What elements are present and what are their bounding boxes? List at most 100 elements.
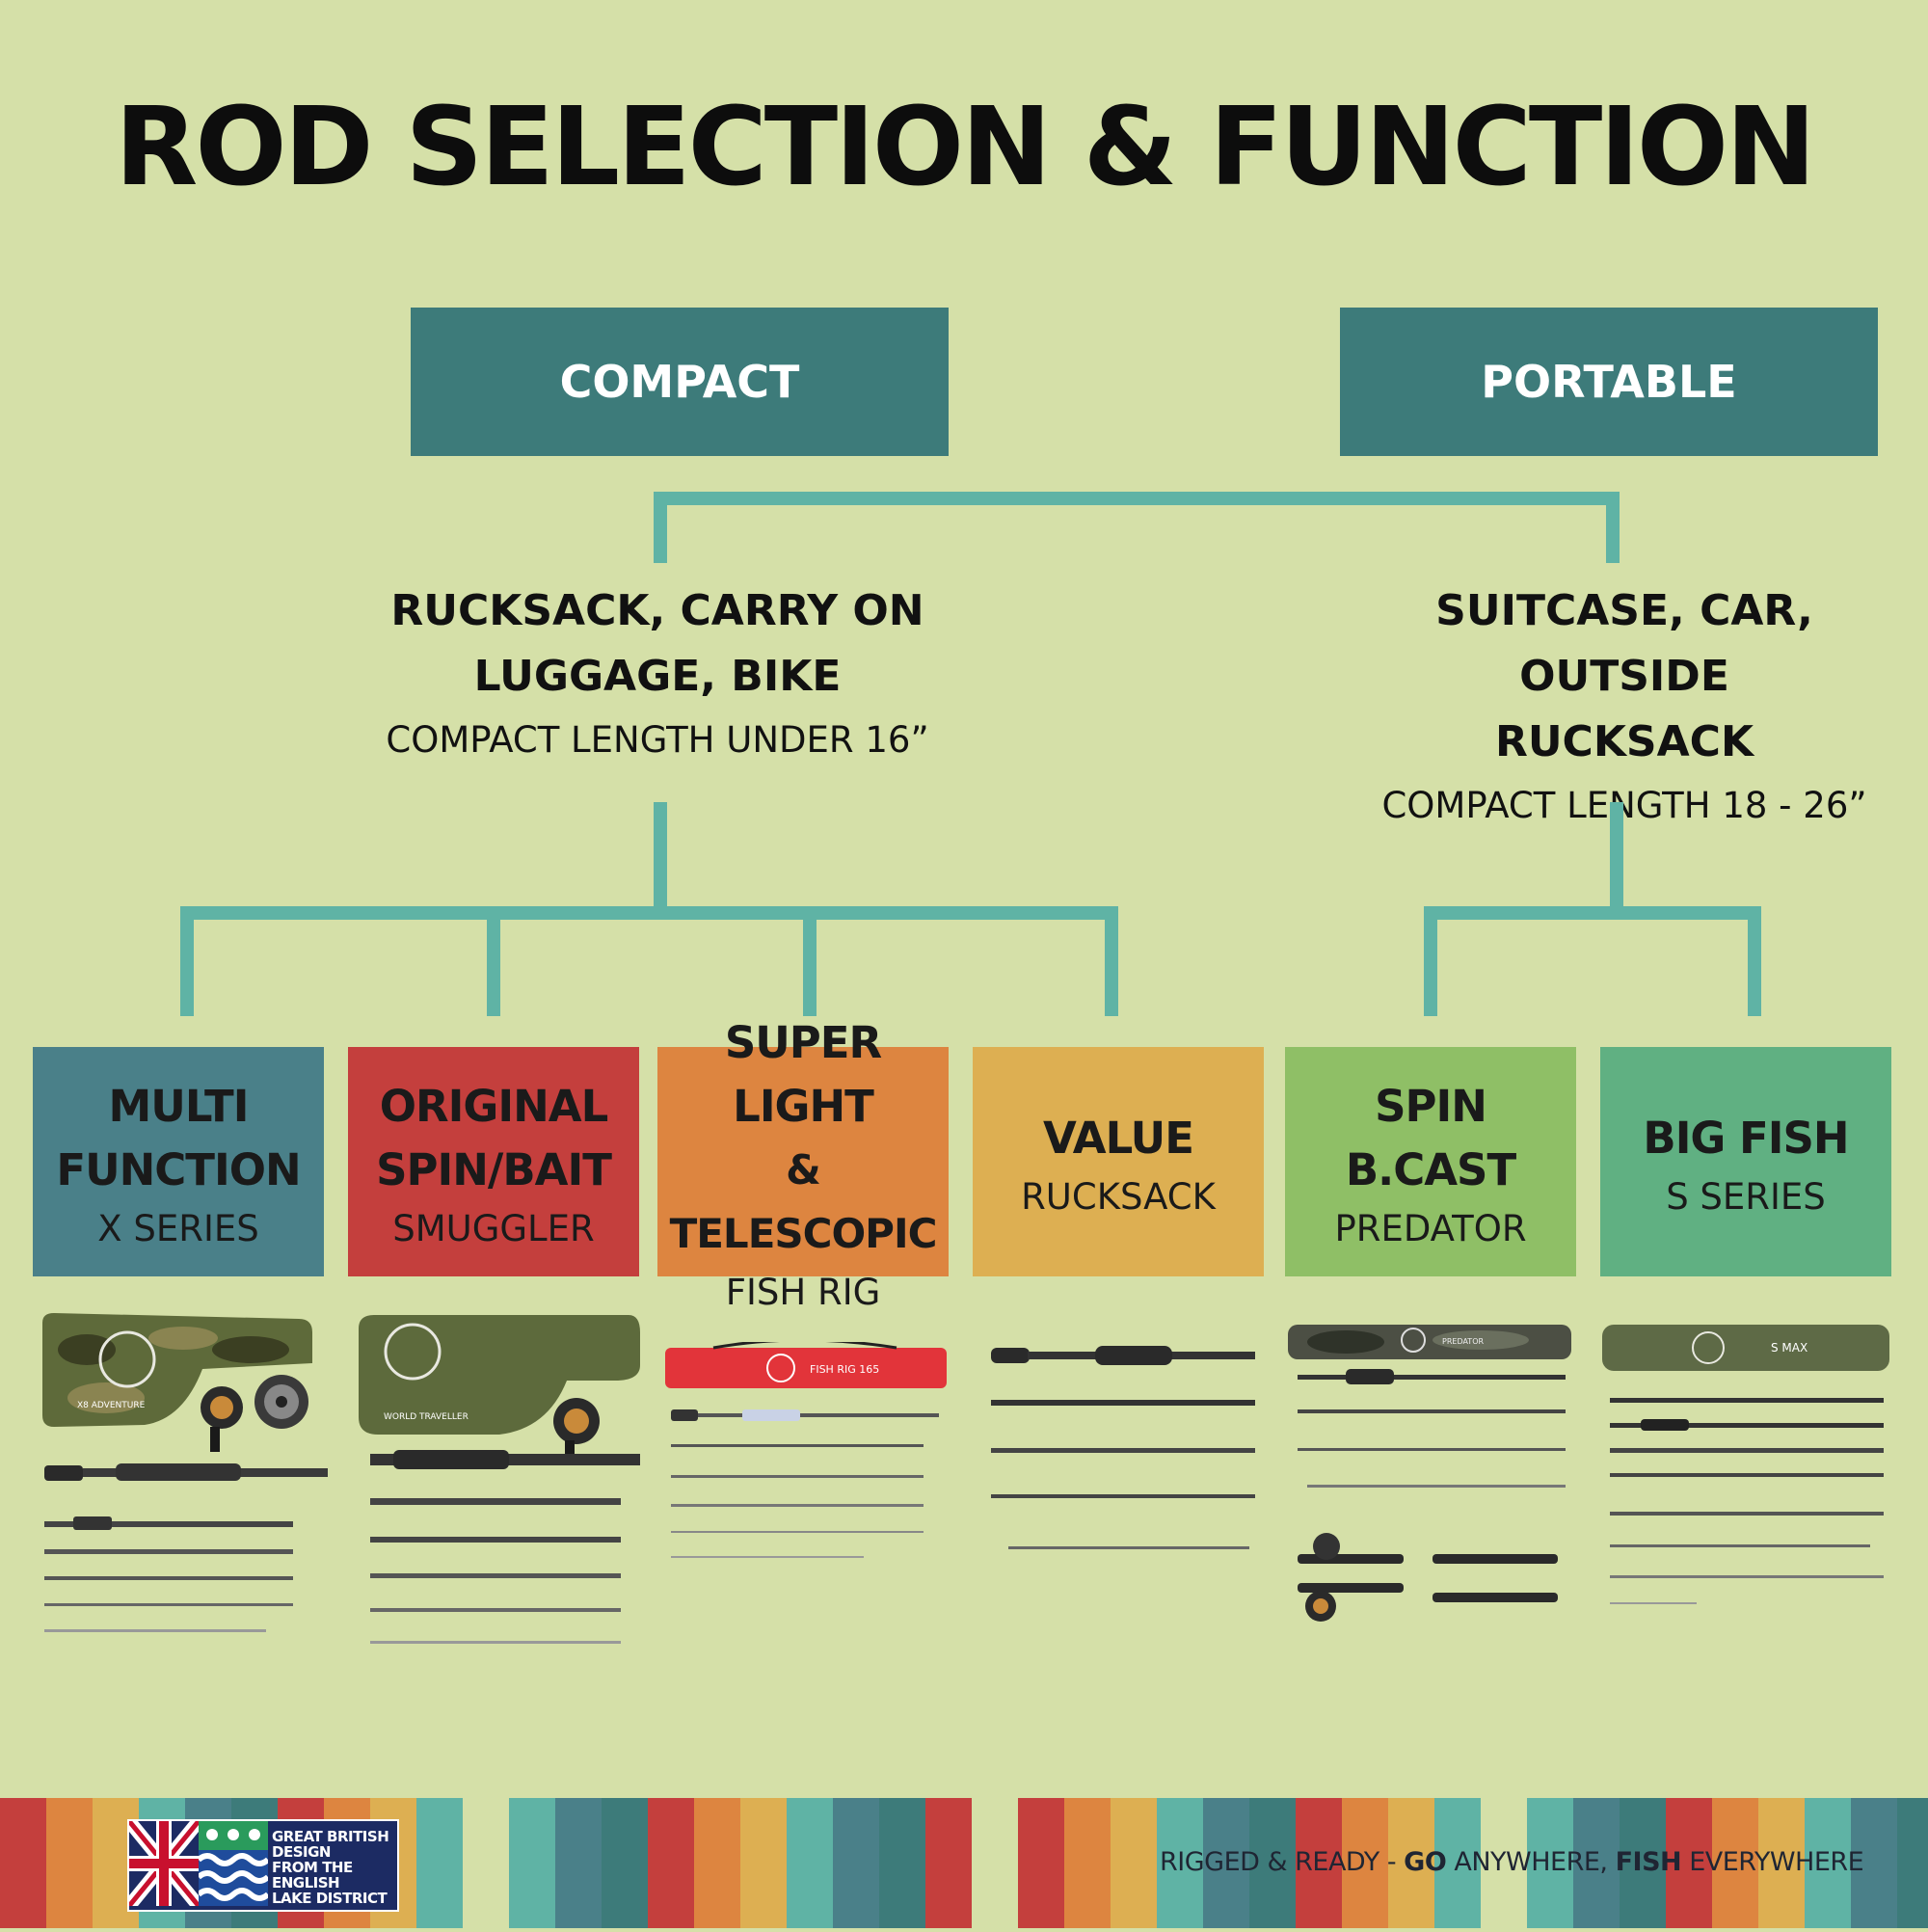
- footer-stripe: [1666, 1798, 1712, 1928]
- tube-label: WORLD TRAVELLER: [384, 1412, 469, 1422]
- badge-line: ENGLISH: [272, 1874, 340, 1892]
- category-portable-box: PORTABLE: [1340, 308, 1878, 456]
- product-super-light-telescopic: SUPER LIGHT & TELESCOPIC FISH RIG: [657, 1017, 949, 1313]
- product-original-spin-bait: ORIGINAL SPIN/BAIT SMUGGLER: [348, 1047, 639, 1276]
- slogan-go: GO: [1404, 1847, 1447, 1877]
- product-series: X SERIES: [97, 1207, 259, 1249]
- product-name-line1: BIG FISH: [1643, 1112, 1849, 1164]
- gear-image-spin-bcast: PREDATOR: [1288, 1325, 1571, 1622]
- footer-stripe: [1157, 1798, 1203, 1928]
- footer-stripe: [1620, 1798, 1666, 1928]
- gear-image-original-spin-bait: WORLD TRAVELLER: [359, 1315, 640, 1644]
- product-name-line1: ORIGINAL: [379, 1080, 608, 1132]
- portable-length: COMPACT LENGTH 18 - 26”: [1381, 785, 1867, 826]
- product-name-line2: SPIN/BAIT: [376, 1143, 612, 1195]
- product-series: SMUGGLER: [392, 1207, 595, 1249]
- footer-stripe: [1434, 1798, 1481, 1928]
- footer-stripe: [1527, 1798, 1573, 1928]
- footer-stripe: [509, 1798, 555, 1928]
- compact-length: COMPACT LENGTH UNDER 16”: [386, 719, 929, 761]
- compact-use-line2: LUGGAGE, BIKE: [473, 652, 842, 701]
- badge-line: FROM THE: [272, 1859, 353, 1876]
- footer-stripe: [0, 1798, 46, 1928]
- product-name-line2: & TELESCOPIC: [669, 1145, 938, 1257]
- footer-stripe: [787, 1798, 833, 1928]
- product-series: PREDATOR: [1334, 1207, 1527, 1249]
- slogan-everywhere: EVERYWHERE: [1681, 1847, 1864, 1877]
- product-name-line1: VALUE: [1043, 1112, 1194, 1164]
- portable-description: SUITCASE, CAR, OUTSIDE RUCKSACK COMPACT …: [1335, 578, 1914, 826]
- footer-stripe: [1203, 1798, 1249, 1928]
- badge-line: GREAT BRITISH: [272, 1828, 389, 1845]
- product-spin-bcast: SPIN B.CAST PREDATOR: [1285, 1047, 1576, 1276]
- tube-label: FISH RIG 165: [810, 1363, 879, 1376]
- footer-stripe: [1296, 1798, 1342, 1928]
- slogan-brand: RIGGED & READY: [1160, 1847, 1379, 1877]
- footer-stripe: [1249, 1798, 1296, 1928]
- footer-stripe: [1712, 1798, 1758, 1928]
- badge-text: GREAT BRITISH DESIGN FROM THE ENGLISH LA…: [268, 1821, 389, 1910]
- connector-portable-stem: [1610, 802, 1623, 908]
- connector-original-drop: [487, 906, 500, 1016]
- product-name-line1: SUPER LIGHT: [724, 1016, 882, 1132]
- page-title: ROD SELECTION & FUNCTION: [115, 85, 1816, 210]
- footer-stripe: [1851, 1798, 1897, 1928]
- connector-compact-stem: [654, 802, 667, 908]
- footer-stripe: [833, 1798, 879, 1928]
- footer-stripe: [648, 1798, 694, 1928]
- slogan-fish: FISH: [1615, 1847, 1682, 1877]
- tube-label: X8 ADVENTURE: [77, 1401, 146, 1410]
- product-value: VALUE RUCKSACK: [973, 1047, 1264, 1276]
- badge-line: LAKE DISTRICT: [272, 1890, 388, 1907]
- tube-label: S MAX: [1771, 1341, 1808, 1355]
- footer-stripe: [416, 1798, 463, 1928]
- connector-multi-drop: [180, 906, 194, 1016]
- product-big-fish: BIG FISH S SERIES: [1600, 1047, 1891, 1276]
- slogan-separator: -: [1379, 1847, 1405, 1877]
- connector-top-right-drop: [1606, 492, 1620, 563]
- slogan-anywhere: ANYWHERE,: [1446, 1847, 1616, 1877]
- union-flag-icon: [129, 1821, 199, 1906]
- gear-image-value: [991, 1346, 1255, 1549]
- footer-stripe: [1573, 1798, 1620, 1928]
- footer-stripe: [1342, 1798, 1388, 1928]
- footer-stripe: [694, 1798, 740, 1928]
- category-compact-box: COMPACT: [411, 308, 949, 456]
- connector-superlight-drop: [803, 906, 817, 1016]
- footer-stripe: [46, 1798, 93, 1928]
- footer-slogan: RIGGED & READY - GO ANYWHERE, FISH EVERY…: [1160, 1847, 1864, 1877]
- connector-value-drop: [1105, 906, 1118, 1016]
- connector-spin-drop: [1424, 906, 1437, 1016]
- connector-top-left-drop: [654, 492, 667, 563]
- gear-image-multi-function: X8 ADVENTURE: [42, 1313, 328, 1632]
- gear-image-super-light: FISH RIG 165: [665, 1342, 947, 1558]
- product-series: FISH RIG: [725, 1271, 881, 1313]
- connector-top-horizontal: [654, 492, 1620, 505]
- footer-stripe: [1805, 1798, 1851, 1928]
- footer-stripe: [925, 1798, 972, 1928]
- footer-stripe: [1897, 1798, 1928, 1928]
- footer-stripe: [879, 1798, 925, 1928]
- footer-stripe: [1018, 1798, 1064, 1928]
- product-name-line1: SPIN B.CAST: [1345, 1080, 1516, 1195]
- product-multi-function: MULTI FUNCTION X SERIES: [33, 1047, 324, 1276]
- great-british-design-badge: GREAT BRITISH DESIGN FROM THE ENGLISH LA…: [127, 1819, 399, 1912]
- product-name-line2: FUNCTION: [56, 1143, 301, 1195]
- footer-stripe: [1388, 1798, 1434, 1928]
- connector-bigfish-drop: [1748, 906, 1761, 1016]
- product-name-line1: MULTI: [108, 1080, 250, 1132]
- portable-use-line1: SUITCASE, CAR, OUTSIDE: [1435, 586, 1813, 701]
- footer-stripe: [602, 1798, 648, 1928]
- gear-image-big-fish: S MAX: [1602, 1325, 1889, 1604]
- product-series: RUCKSACK: [1021, 1175, 1216, 1218]
- badge-line: DESIGN: [272, 1843, 331, 1861]
- product-series: S SERIES: [1666, 1175, 1826, 1218]
- footer-stripe: [555, 1798, 602, 1928]
- footer-stripe: [1111, 1798, 1157, 1928]
- connector-portable-bar: [1424, 906, 1761, 920]
- lake-district-waves-icon: [199, 1821, 268, 1906]
- footer-stripe: [1758, 1798, 1805, 1928]
- footer-stripe: [1064, 1798, 1111, 1928]
- compact-use-line1: RUCKSACK, CARRY ON: [390, 586, 924, 635]
- compact-description: RUCKSACK, CARRY ON LUGGAGE, BIKE COMPACT…: [368, 578, 947, 761]
